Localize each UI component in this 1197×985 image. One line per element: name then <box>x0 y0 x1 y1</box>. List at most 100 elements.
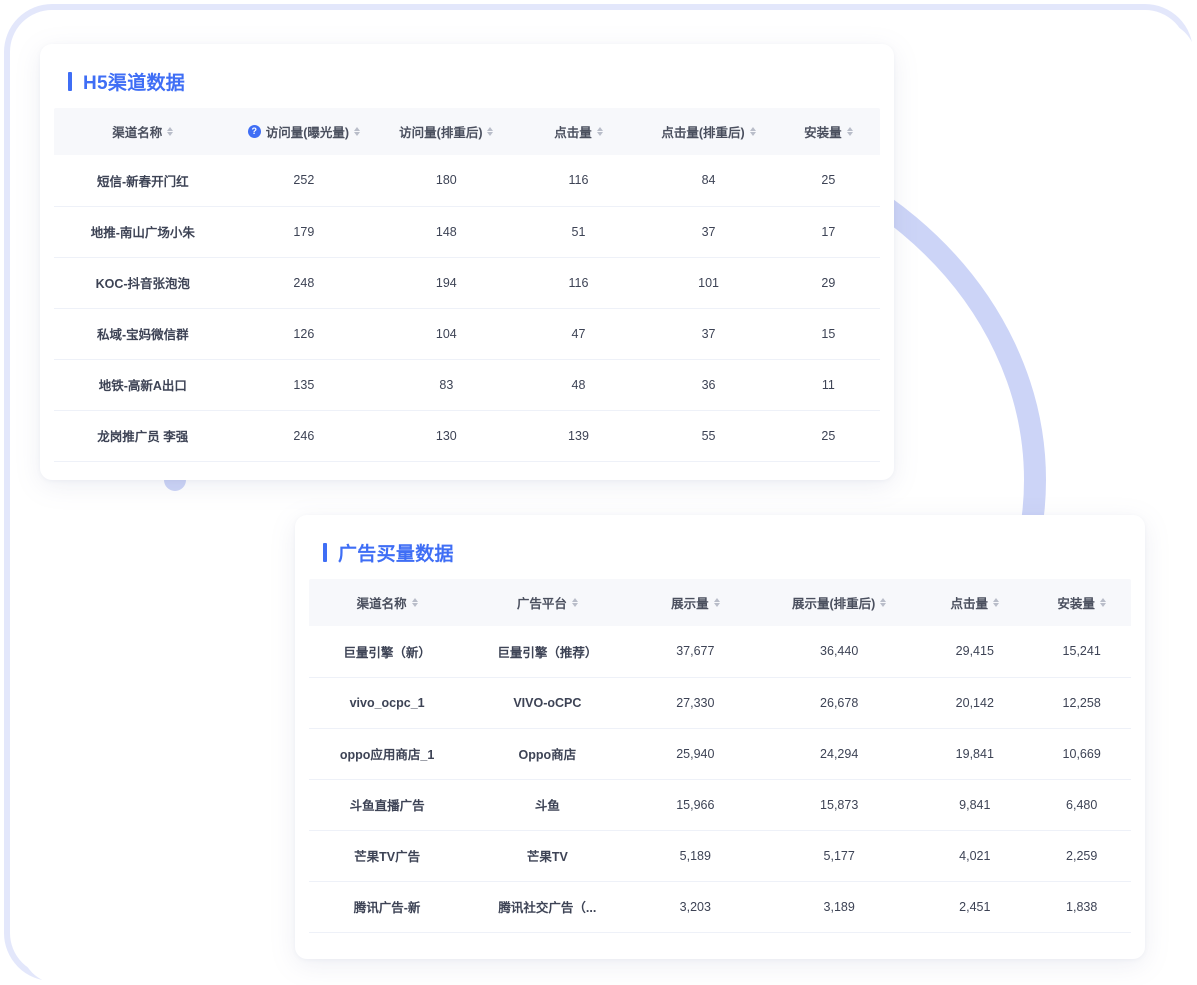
cell-value: 47 <box>516 308 641 360</box>
ads-col-header-installs[interactable]: 安装量 <box>1032 579 1131 626</box>
ads-table-head: 渠道名称 广告平台 展示量 <box>309 579 1131 626</box>
sort-icon[interactable] <box>1099 598 1106 607</box>
cell-value: 37,677 <box>629 626 762 678</box>
cell-value: 15,966 <box>629 779 762 831</box>
cell-channel-name: 私域-宝妈微信群 <box>54 308 232 360</box>
cell-value: 19,841 <box>917 728 1033 780</box>
cell-value: 130 <box>376 410 517 462</box>
sort-icon[interactable] <box>596 127 603 136</box>
sort-icon[interactable] <box>846 127 853 136</box>
cell-value: 20,142 <box>917 677 1033 729</box>
cell-value: 6,480 <box>1032 779 1131 831</box>
cell-value: VIVO-oCPC <box>465 677 630 729</box>
cell-value: 5,189 <box>629 830 762 882</box>
ads-table-wrapper: 渠道名称 广告平台 展示量 <box>309 579 1131 933</box>
sort-icon[interactable] <box>880 598 887 607</box>
cell-channel-name: oppo应用商店_1 <box>309 728 466 780</box>
title-accent-bar <box>68 71 72 91</box>
cell-value: 246 <box>231 410 377 462</box>
sort-icon[interactable] <box>749 127 756 136</box>
cell-value: 248 <box>231 257 377 309</box>
page-title-secondary: 广告买量数据 <box>338 543 454 565</box>
h5-col-header-visits-exposure[interactable]: ? 访问量(曝光量) <box>231 108 377 155</box>
cell-value: 巨量引擎（推荐） <box>465 626 630 678</box>
cell-value: 15,241 <box>1032 626 1131 678</box>
card-ad-buying-data: 广告买量数据 渠道名称 <box>295 515 1145 959</box>
cell-value: 84 <box>640 155 777 207</box>
help-icon[interactable]: ? <box>247 125 261 138</box>
cell-value: 139 <box>516 410 641 462</box>
cell-channel-name: 地推-南山广场小朱 <box>54 206 232 258</box>
cell-value: Oppo商店 <box>465 728 630 780</box>
cell-value: 51 <box>516 206 641 258</box>
h5-col-label-5: 安装量 <box>804 126 842 140</box>
cell-channel-name: 斗鱼直播广告 <box>309 779 466 831</box>
cell-value: 腾讯社交广告（... <box>465 881 630 933</box>
cell-value: 3,203 <box>629 881 762 933</box>
sort-icon[interactable] <box>354 127 361 136</box>
h5-col-header-visits-dedup[interactable]: 访问量(排重后) <box>376 108 517 155</box>
cell-channel-name: KOC-抖音张泡泡 <box>54 257 232 309</box>
cell-value: 29,415 <box>917 626 1033 678</box>
cell-value: 15 <box>776 308 880 360</box>
sort-icon[interactable] <box>167 127 174 136</box>
h5-col-label-2: 访问量(排重后) <box>399 126 483 140</box>
cell-value: 116 <box>516 155 641 207</box>
h5-col-header-clicks-dedup[interactable]: 点击量(排重后) <box>640 108 777 155</box>
ads-col-label-4: 点击量 <box>950 597 989 611</box>
h5-col-header-installs[interactable]: 安装量 <box>776 108 880 155</box>
sort-icon[interactable] <box>571 598 578 607</box>
title-accent-bar <box>323 542 327 562</box>
cell-value: 2,451 <box>917 881 1033 933</box>
ads-col-header-impressions-dedup[interactable]: 展示量(排重后) <box>761 579 918 626</box>
h5-col-header-clicks[interactable]: 点击量 <box>516 108 641 155</box>
cell-value: 55 <box>640 410 777 462</box>
h5-col-header-channel-name[interactable]: 渠道名称 <box>54 108 232 155</box>
ads-col-header-channel-name[interactable]: 渠道名称 <box>309 579 466 626</box>
cell-value: 24,294 <box>761 728 918 780</box>
cell-value: 11 <box>776 359 880 411</box>
h5-col-label-0: 渠道名称 <box>112 126 163 140</box>
sort-icon[interactable] <box>411 598 418 607</box>
cell-value: 83 <box>376 359 517 411</box>
cell-value: 斗鱼 <box>465 779 630 831</box>
cell-channel-name: 巨量引擎（新） <box>309 626 466 678</box>
cell-channel-name: 龙岗推广员 李强 <box>54 410 232 462</box>
cell-value: 25 <box>776 155 880 207</box>
ads-col-header-impressions[interactable]: 展示量 <box>629 579 762 626</box>
ads-col-header-clicks[interactable]: 点击量 <box>917 579 1033 626</box>
cell-value: 3,189 <box>761 881 918 933</box>
ads-col-label-5: 安装量 <box>1057 597 1095 611</box>
sort-icon[interactable] <box>713 598 720 607</box>
ads-col-label-3: 展示量(排重后) <box>792 597 876 611</box>
cell-value: 29 <box>776 257 880 309</box>
page-title: H5渠道数据 <box>83 72 186 94</box>
cell-value: 15,873 <box>761 779 918 831</box>
cell-channel-name: 短信-新春开门红 <box>54 155 232 207</box>
sort-icon[interactable] <box>487 127 494 136</box>
cell-value: 104 <box>376 308 517 360</box>
cell-value: 194 <box>376 257 517 309</box>
ads-col-header-platform[interactable]: 广告平台 <box>465 579 630 626</box>
cell-channel-name: 地铁-高新A出口 <box>54 359 232 411</box>
cell-value: 12,258 <box>1032 677 1131 729</box>
sort-icon[interactable] <box>993 598 1000 607</box>
cell-value: 5,177 <box>761 830 918 882</box>
cell-value: 27,330 <box>629 677 762 729</box>
ads-col-label-2: 展示量 <box>671 597 709 611</box>
